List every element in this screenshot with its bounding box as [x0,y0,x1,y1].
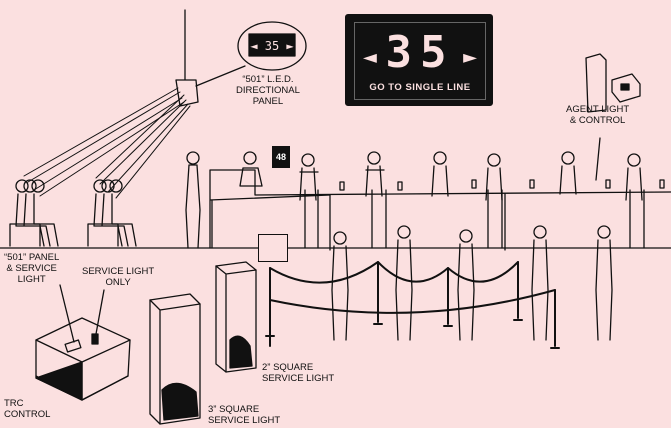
trc-control-box [35,284,131,401]
projector-unit [175,79,199,107]
seated-customers [9,179,137,247]
counter-items [339,179,665,191]
agent-light-device [585,53,641,181]
svg-text:◄ 35 ►: ◄ 35 ► [250,39,294,53]
wait-here-sign [258,234,288,262]
square-service-light-3in [149,293,201,425]
led-directional-sign: ◄ 35 ► GO TO SINGLE LINE [345,14,493,106]
light-beams [23,87,191,199]
mini-led-panel [248,33,296,57]
square-service-light-2in [215,261,257,373]
label-agent-light: AGENT LIGHT& CONTROL [566,104,630,126]
queue-stanchions [265,261,560,349]
service-counter [209,169,671,251]
pointer-line [195,65,246,87]
staff-figure [185,151,263,249]
queue-customers [331,225,613,341]
queue-number: 35 [385,27,455,78]
counter-customers [299,151,645,249]
right-arrow-icon: ► [463,47,477,68]
sign-caption: GO TO SINGLE LINE [369,82,471,93]
left-arrow-icon: ◄ [363,47,377,68]
counter-number-sign: 48 [272,146,290,168]
